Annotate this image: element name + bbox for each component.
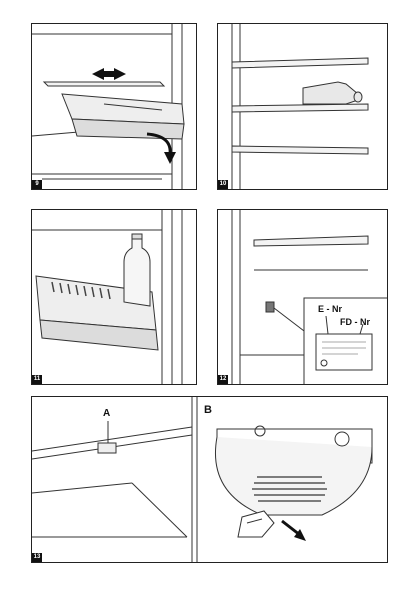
rating-plate-icon — [315, 315, 373, 371]
bottle-icon — [302, 81, 363, 105]
milk-bottle-icon — [123, 233, 151, 307]
figure-11-illustration — [32, 210, 183, 384]
figure-9-illustration — [32, 24, 185, 189]
e-nr-label: E - Nr — [318, 304, 343, 314]
fd-nr-label: FD - Nr — [340, 317, 370, 327]
figure-10-panel: 10 — [217, 23, 388, 190]
figure-number-12: 12 — [218, 375, 228, 384]
shelf-drawer-arrow-icon — [92, 68, 126, 80]
figure-11-panel: 11 — [31, 209, 197, 385]
figure-number-11: 11 — [32, 375, 42, 384]
figure-number-10: 10 — [218, 180, 228, 189]
figure-number-13: 13 — [32, 553, 42, 562]
figure-9-panel: 9 — [31, 23, 197, 190]
figure-10-illustration — [231, 24, 369, 189]
figure-12-illustration — [231, 210, 387, 384]
figure-13-label-b: B — [204, 404, 212, 416]
figure-13-illustration — [32, 397, 373, 562]
figure-number-9: 9 — [32, 180, 42, 189]
hand-icon — [237, 510, 275, 538]
figure-13-panel: A B 13 — [31, 396, 388, 563]
figure-13-label-a: A — [103, 408, 111, 419]
figure-12-panel: E - Nr FD - Nr 12 — [217, 209, 388, 385]
